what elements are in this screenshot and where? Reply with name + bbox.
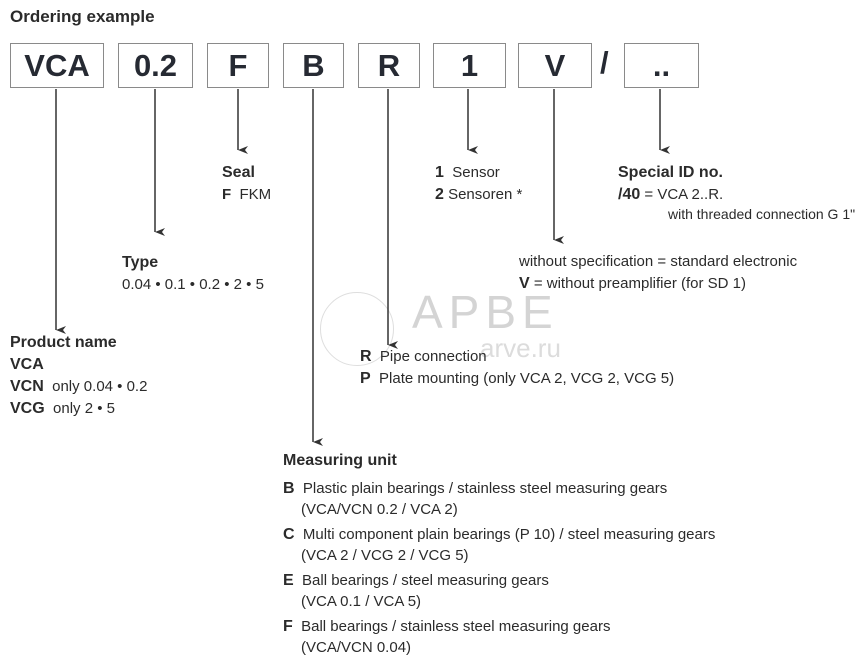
product-block: Product name VCA VCN only 0.04 • 0.2 VCG… (10, 332, 147, 420)
measuring-text: Ball bearings / stainless steel measurin… (301, 618, 611, 635)
measuring-text: Multi component plain bearings (P 10) / … (302, 526, 716, 543)
connection-text: Plate mounting (only VCA 2, VCG 2, VCG 5… (379, 370, 675, 387)
code-box-product: VCA (10, 43, 104, 88)
measuring-block: Measuring unit B Plastic plain bearings … (283, 450, 715, 657)
code-box-special: .. (624, 43, 699, 88)
connection-block: R Pipe connection P Plate mounting (only… (360, 346, 674, 390)
measuring-code: B (283, 480, 295, 497)
product-code: VCG (10, 400, 45, 417)
type-values: 0.04 • 0.1 • 0.2 • 2 • 5 (122, 276, 264, 293)
special-heading: Special ID no. (618, 164, 723, 181)
watermark-circle-icon (320, 292, 394, 366)
measuring-text: Plastic plain bearings / stainless steel… (302, 480, 668, 497)
measuring-code: C (283, 526, 295, 543)
seal-code: F (222, 186, 232, 203)
measuring-sub: (VCA/VCN 0.04) (301, 639, 412, 656)
sensor-code: 2 (435, 186, 444, 203)
product-note: only 0.04 • 0.2 (52, 378, 148, 395)
measuring-heading: Measuring unit (283, 452, 397, 469)
watermark-site: arve.ru (480, 333, 561, 363)
sensor-code: 1 (435, 164, 444, 181)
type-block: Type 0.04 • 0.1 • 0.2 • 2 • 5 (122, 252, 264, 296)
sensors-block: 1 Sensor 2 Sensoren * (435, 162, 522, 206)
code-box-seal: F (207, 43, 269, 88)
type-heading: Type (122, 254, 159, 271)
page-title: Ordering example (10, 7, 155, 26)
seal-text: FKM (239, 186, 272, 203)
code-box-measuring: B (283, 43, 344, 88)
electronics-code: V (519, 275, 530, 292)
sensor-text: Sensoren * (448, 186, 523, 203)
product-code: VCN (10, 378, 44, 395)
electronics-block: without specification = standard electro… (519, 251, 797, 295)
code-box-type: 0.2 (118, 43, 193, 88)
code-separator: / (600, 45, 609, 80)
measuring-code: F (283, 618, 293, 635)
code-box-electronics: V (518, 43, 592, 88)
seal-block: Seal F FKM (222, 162, 271, 206)
measuring-sub: (VCA/VCN 0.2 / VCA 2) (301, 501, 458, 518)
connection-code: R (360, 348, 372, 365)
code-box-connection: R (358, 43, 420, 88)
measuring-text: Ball bearings / steel measuring gears (302, 572, 549, 589)
seal-heading: Seal (222, 164, 255, 181)
watermark-logo: APBE (412, 286, 559, 338)
special-code: /40 (618, 186, 641, 203)
connection-code: P (360, 370, 371, 387)
measuring-code: E (283, 572, 294, 589)
code-box-sensors: 1 (433, 43, 506, 88)
special-block: Special ID no. /40 = VCA 2..R. with thre… (618, 162, 855, 222)
sensor-text: Sensor (452, 164, 500, 181)
measuring-sub: (VCA 0.1 / VCA 5) (301, 593, 422, 610)
special-sub: with threaded connection G 1" (668, 206, 856, 222)
electronics-line2: = without preamplifier (for SD 1) (533, 275, 747, 292)
electronics-line1: without specification = standard electro… (519, 253, 798, 270)
special-text: = VCA 2..R. (644, 186, 724, 203)
product-code: VCA (10, 356, 44, 373)
product-heading: Product name (10, 334, 117, 351)
connection-text: Pipe connection (379, 348, 487, 365)
product-note: only 2 • 5 (53, 400, 115, 417)
measuring-sub: (VCA 2 / VCG 2 / VCG 5) (301, 547, 469, 564)
